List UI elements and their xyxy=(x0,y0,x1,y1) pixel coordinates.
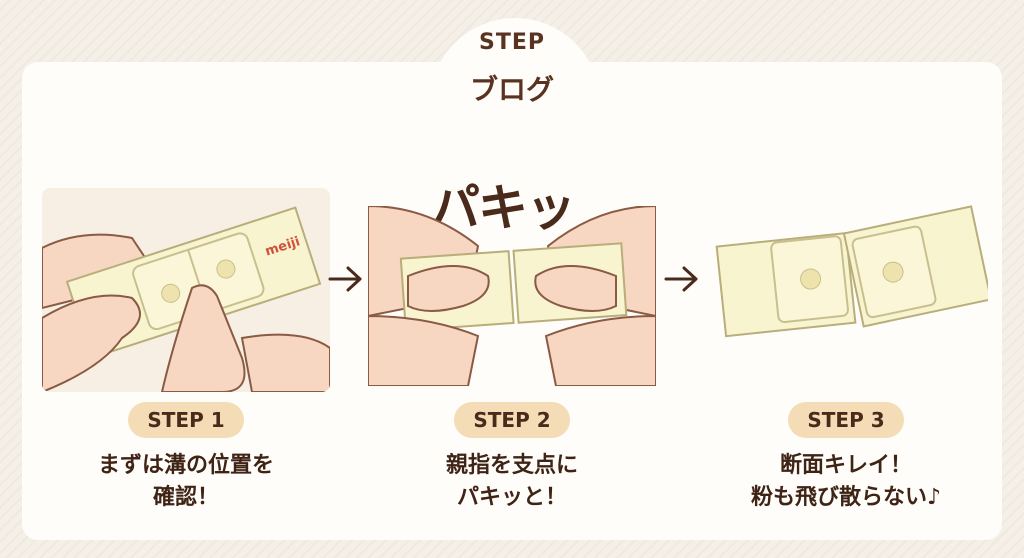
step2-illustration xyxy=(368,206,656,386)
step3-line1: 断面キレイ！ xyxy=(779,453,912,478)
step2-line1: 親指を支点に xyxy=(445,453,578,478)
step1-line2: 確認！ xyxy=(152,485,219,510)
step3-illustration xyxy=(712,200,993,340)
step1-badge: STEP 1 xyxy=(128,402,244,438)
step3-description: 断面キレイ！ 粉も飛び散らない♪ xyxy=(696,450,996,514)
step2-line2: パキッと！ xyxy=(456,485,567,510)
step1-line1: まずは溝の位置を xyxy=(97,453,274,478)
step1-illustration: meiji xyxy=(42,188,330,392)
step2-badge: STEP 2 xyxy=(454,402,570,438)
arrow-right-icon xyxy=(664,266,698,292)
paki-effect-text: パキッ xyxy=(430,179,576,237)
arrow-right-icon xyxy=(328,266,362,292)
step3-badge: STEP 3 xyxy=(788,402,904,438)
step3-line2: 粉も飛び散らない♪ xyxy=(750,485,942,510)
step1-description: まずは溝の位置を 確認！ xyxy=(36,450,336,514)
page-title: ブログ xyxy=(469,73,554,106)
header-step-label: STEP xyxy=(478,30,545,55)
step2-description: 親指を支点に パキッと！ xyxy=(362,450,662,514)
